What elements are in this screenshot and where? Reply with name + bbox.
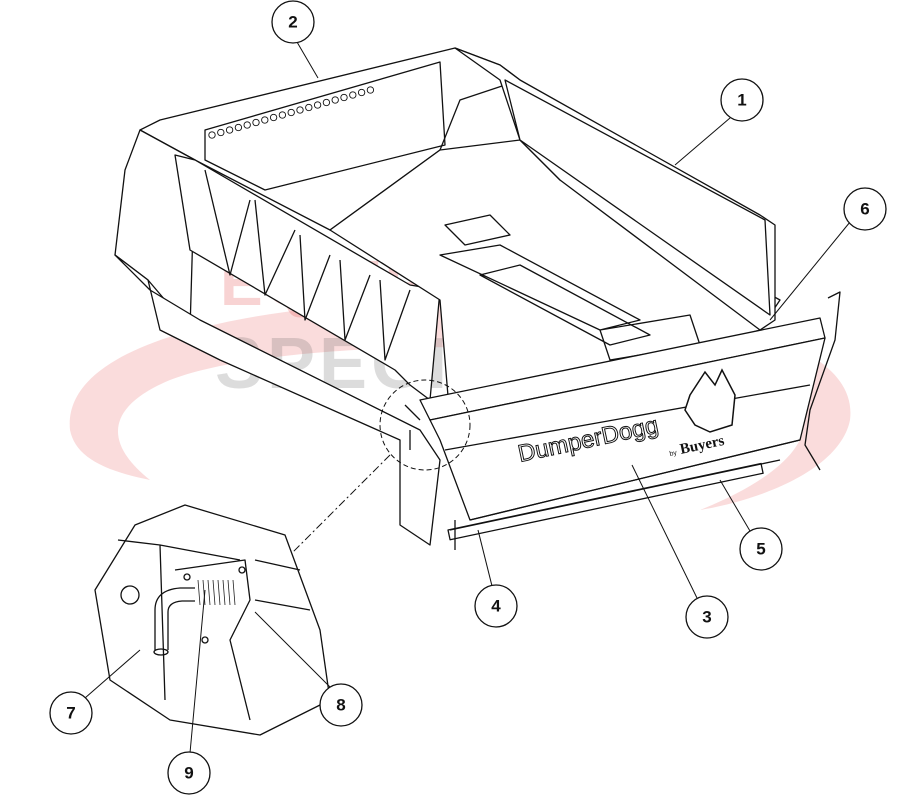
hinge-detail-view [94,504,331,736]
callout-5: 5 [739,527,783,571]
svg-text:4: 4 [491,597,501,616]
svg-text:2: 2 [288,13,297,32]
mesh-hole [287,108,295,117]
mesh-hole [340,93,348,102]
leader-lines [84,41,851,754]
mesh-hole [349,91,357,99]
callout-2: 2 [271,0,315,44]
mesh-screen [204,61,446,191]
svg-text:5: 5 [756,540,765,559]
mesh-hole [217,128,225,137]
svg-text:8: 8 [336,696,345,715]
latch-handle-right [804,291,841,471]
callout-4: 4 [474,584,518,628]
mesh-hole [269,113,278,122]
mesh-hole [357,88,366,97]
mesh-hole [331,96,339,104]
mesh-hole [296,106,304,114]
callout-9: 9 [167,751,211,795]
mesh-hole [261,116,269,124]
svg-text:1: 1 [737,91,746,110]
callout-3: 3 [685,595,729,639]
mesh-hole [322,98,331,107]
svg-text:3: 3 [702,608,711,627]
hopper-body: DumperDogg by Buyers [114,47,841,556]
svg-text:7: 7 [66,704,75,723]
mesh-hole [313,101,322,109]
mesh-hole [305,103,313,112]
callout-1: 1 [720,78,764,122]
mesh-hole [243,121,251,129]
callout-6: 6 [843,187,887,231]
callout-8: 8 [319,683,363,727]
mesh-hole [278,111,287,119]
mesh-hole [366,86,375,94]
logo-by: by [669,449,678,457]
mesh-hole [252,118,260,127]
svg-text:9: 9 [184,764,193,783]
callout-7: 7 [49,691,93,735]
tailgate: DumperDogg by Buyers [419,317,826,541]
mesh-hole [208,131,216,139]
mesh-hole [225,126,234,134]
svg-text:6: 6 [860,200,869,219]
mesh-hole [234,123,243,132]
dog-mascot-icon [684,368,736,433]
